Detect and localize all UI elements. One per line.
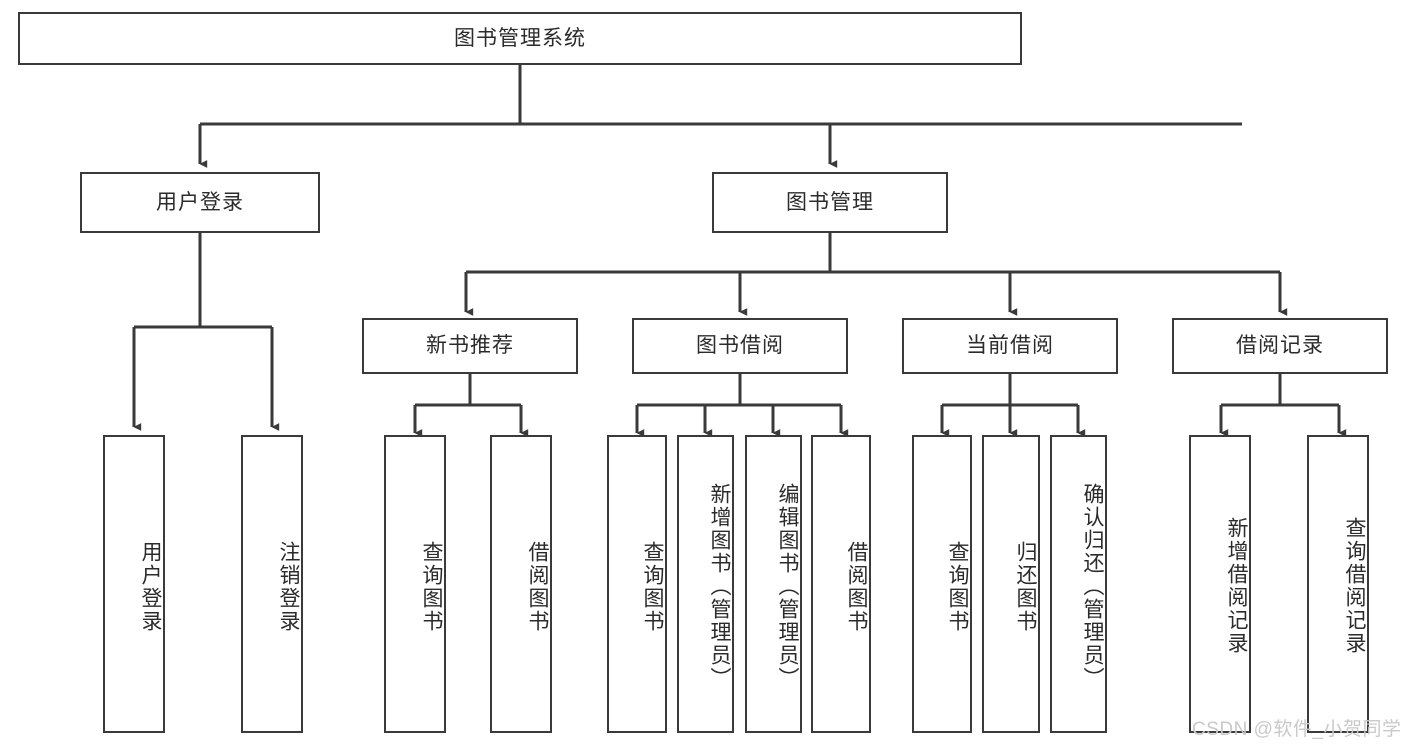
node-user-login[interactable]: 用户登录 [80,172,320,233]
node-label: 借阅图书 [845,541,868,633]
node-borrow-record[interactable]: 借阅记录 [1172,318,1388,374]
book-management-to-level3-connectors [464,233,1288,316]
node-leaf-user-login[interactable]: 用户登录 [103,435,165,733]
node-leaf-add-book[interactable]: 新增图书（管理员） [677,435,734,733]
node-leaf-add-borrow-record[interactable]: 新增借阅记录 [1189,435,1251,733]
node-label: 新增图书（管理员） [708,482,731,690]
node-label: 归还图书 [1014,541,1037,633]
node-label: 注销登录 [277,541,300,633]
node-leaf-logout-login[interactable]: 注销登录 [241,435,303,733]
node-label: 编辑图书（管理员） [776,482,799,690]
node-label: 确认归还（管理员） [1081,482,1104,690]
node-label: 新增借阅记录 [1225,517,1248,655]
node-label: 查询图书 [946,541,969,633]
book-borrow-to-leaves-connectors [635,374,849,437]
node-leaf-query-book-borrow[interactable]: 查询图书 [607,435,667,733]
current-borrow-to-leaves-connectors [940,374,1086,437]
csdn-watermark: CSDN @软件_小贺同学 [1192,719,1402,740]
node-label: 当前借阅 [966,334,1054,358]
node-label: 借阅记录 [1236,334,1324,358]
node-leaf-query-book-recommend[interactable]: 查询图书 [384,435,446,733]
node-label: 图书管理 [786,190,874,214]
root-to-level2-connectors [198,65,1242,168]
node-label: 借阅图书 [526,541,549,633]
node-label: 图书借阅 [696,334,784,358]
node-label: 用户登录 [139,541,162,633]
node-leaf-return-book[interactable]: 归还图书 [982,435,1040,733]
node-leaf-edit-book[interactable]: 编辑图书（管理员） [745,435,802,733]
node-label: 查询图书 [420,541,443,633]
node-label: 查询借阅记录 [1343,517,1366,655]
node-label: 图书管理系统 [454,26,586,50]
node-label: 查询图书 [641,541,664,633]
node-leaf-borrow-book-borrow[interactable]: 借阅图书 [811,435,871,733]
node-current-borrow[interactable]: 当前借阅 [902,318,1118,374]
new-book-recommend-to-leaves-connectors [413,374,529,437]
node-root-book-management-system[interactable]: 图书管理系统 [18,12,1022,65]
borrow-record-to-leaves-connectors [1219,374,1347,437]
node-leaf-query-borrow-record[interactable]: 查询借阅记录 [1307,435,1369,733]
node-leaf-query-book-current[interactable]: 查询图书 [912,435,972,733]
node-book-management[interactable]: 图书管理 [712,172,948,233]
node-book-borrow[interactable]: 图书借阅 [632,318,848,374]
node-new-book-recommend[interactable]: 新书推荐 [362,318,578,374]
node-leaf-confirm-return[interactable]: 确认归还（管理员） [1050,435,1107,733]
node-label: 新书推荐 [426,334,514,358]
node-leaf-borrow-book-recommend[interactable]: 借阅图书 [490,435,552,733]
node-label: 用户登录 [156,190,244,214]
user-login-to-leaves-connectors [132,233,280,431]
